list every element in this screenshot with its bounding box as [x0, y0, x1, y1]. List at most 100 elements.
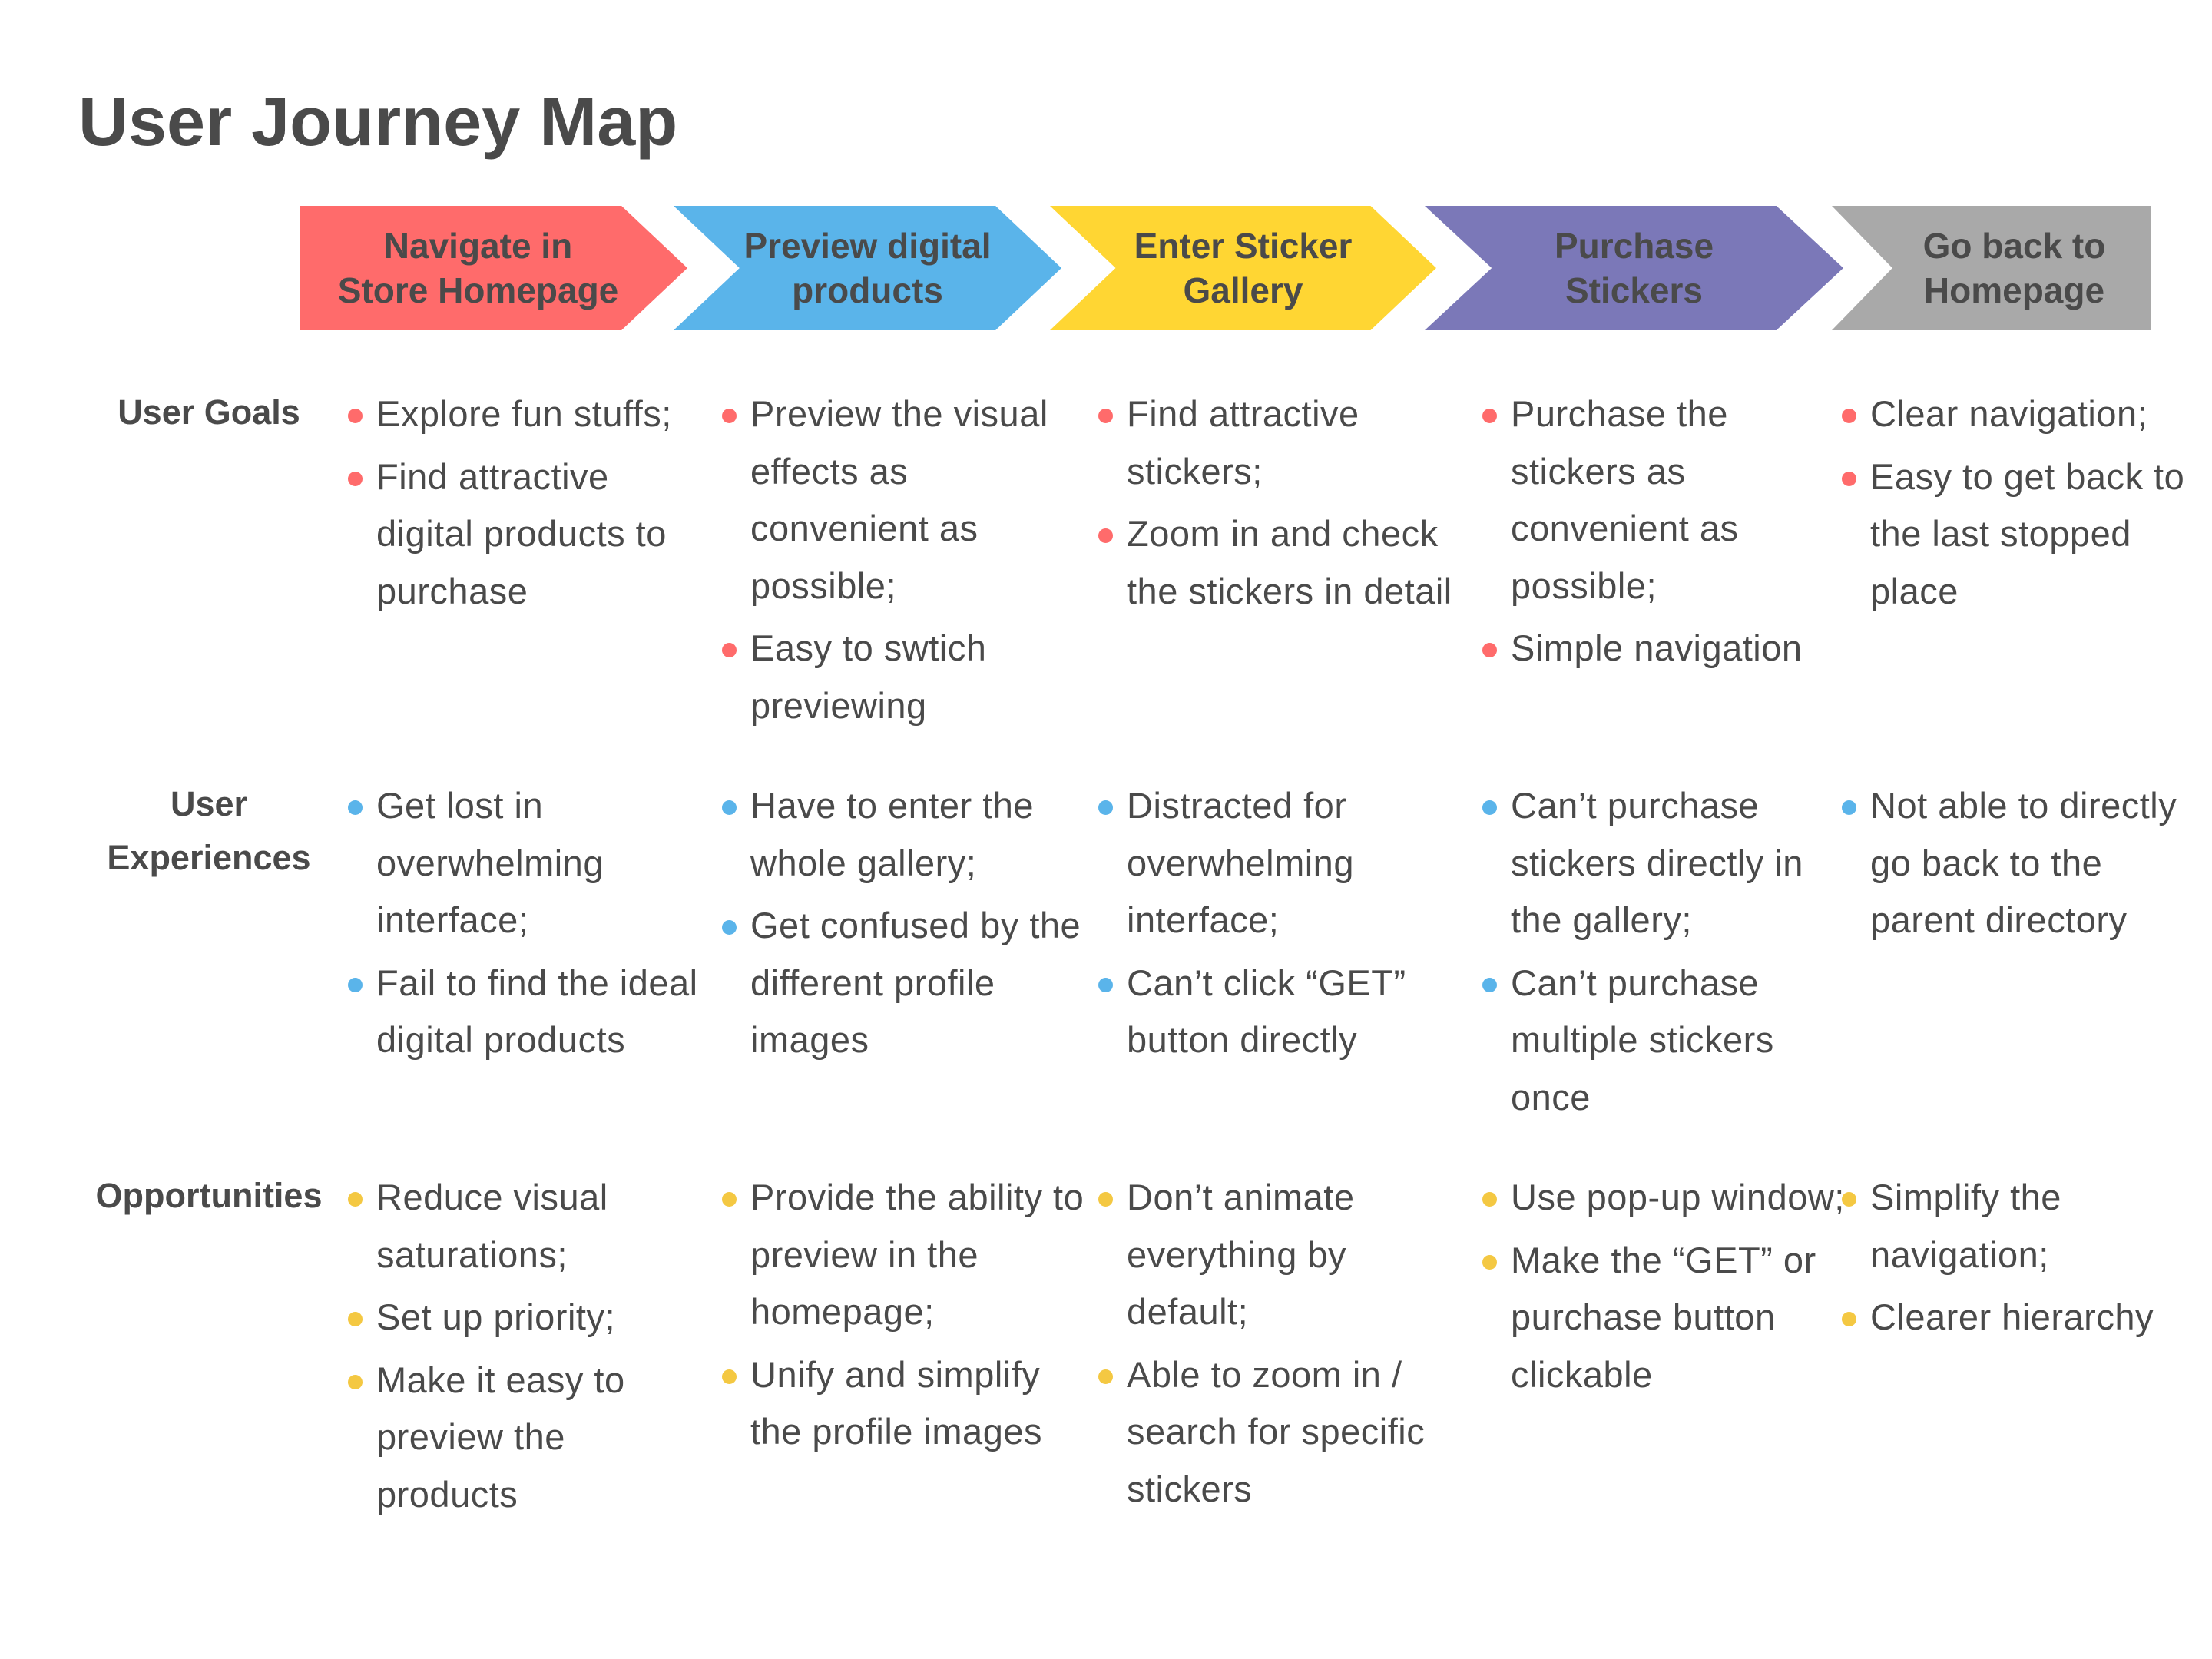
bullet-dot-icon — [722, 1192, 737, 1207]
bullet-dot-icon — [1482, 1254, 1497, 1270]
list-item-text: Distracted for overwhelming interface; — [1127, 785, 1354, 940]
list-item: Not able to directly go back to the pare… — [1842, 777, 2208, 949]
bullet-dot-icon — [1842, 471, 1856, 486]
list-item: Clearer hierarchy — [1842, 1289, 2208, 1346]
bullet-dot-icon — [1842, 1192, 1856, 1207]
stage-label: Navigate in — [383, 226, 573, 266]
list-item-text: Set up priority; — [376, 1296, 616, 1337]
list-item-text: Clear navigation; — [1870, 393, 2148, 434]
page-title: User Journey Map — [78, 84, 678, 161]
list-item-text: Get confused by the different profile im… — [750, 905, 1081, 1060]
list-item-text: Fail to find the ideal digital products — [376, 962, 698, 1061]
list-item: Able to zoom in / search for specific st… — [1098, 1346, 1465, 1518]
bullet-dot-icon — [1482, 409, 1497, 423]
bullet-dot-icon — [722, 643, 737, 657]
list-item-text: Able to zoom in / search for specific st… — [1127, 1353, 1426, 1509]
bullet-dot-icon — [1842, 409, 1856, 423]
list-item-text: Simple navigation — [1511, 628, 1803, 668]
user-experiences-cell: Have to enter the whole gallery; Get conf… — [722, 777, 1088, 1075]
list-item: Fail to find the ideal digital products — [348, 955, 714, 1069]
list-item: Zoom in and check the stickers in detail — [1098, 505, 1465, 620]
stage-label: Purchase — [1554, 226, 1714, 266]
bullet-dot-icon — [348, 1192, 363, 1207]
user-experiences-cell: Not able to directly go back to the pare… — [1842, 777, 2208, 955]
list-item-text: Find attractive stickers; — [1127, 393, 1359, 492]
list-item-text: Not able to directly go back to the pare… — [1870, 785, 2177, 940]
stage-label: Go back to — [1922, 226, 2106, 266]
bullet-dot-icon — [722, 920, 737, 935]
list-item-text: Easy to swtich previewing — [750, 628, 987, 726]
user-goals-cell: Preview the visual effects as convenient… — [722, 386, 1088, 740]
bullet-dot-icon — [1482, 643, 1497, 657]
list-item-text: Find attractive digital products to purc… — [376, 455, 667, 611]
list-item-text: Unify and simplify the profile images — [750, 1353, 1042, 1452]
list-item-text: Zoom in and check the stickers in detail — [1127, 513, 1452, 611]
stage-label: Enter Sticker — [1134, 226, 1353, 266]
list-item-text: Can’t purchase multiple stickers once — [1511, 962, 1774, 1118]
bullet-dot-icon — [1482, 800, 1497, 815]
bullet-dot-icon — [722, 1369, 737, 1384]
stage-label: Stickers — [1565, 270, 1703, 310]
bullet-dot-icon — [1482, 1192, 1497, 1207]
row-label-user-goals: User Goals — [82, 386, 336, 439]
bullet-dot-icon — [1482, 977, 1497, 992]
list-item: Find attractive digital products to purc… — [348, 449, 714, 621]
opportunities-cell: Reduce visual saturations; Set up priorit… — [348, 1169, 714, 1528]
list-item: Easy to get back to the last stopped pla… — [1842, 449, 2208, 621]
stage-label: Preview digital — [743, 226, 992, 266]
list-item: Easy to swtich previewing — [722, 620, 1088, 734]
bullet-dot-icon — [1098, 528, 1113, 543]
list-item-text: Make the “GET” or purchase button clicka… — [1511, 1239, 1816, 1395]
list-item: Simple navigation — [1482, 620, 1849, 677]
list-item: Explore fun stuffs; — [348, 386, 714, 443]
opportunities-cell: Don’t animate everything by default;Able… — [1098, 1169, 1465, 1523]
row-label-text: User Goals — [118, 392, 300, 432]
list-item-text: Can’t purchase stickers directly in the … — [1511, 785, 1803, 940]
user-goals-cell: Clear navigation; Easy to get back to the… — [1842, 386, 2208, 625]
bullet-dot-icon — [722, 800, 737, 815]
user-experiences-cell: Can’t purchase stickers directly in the … — [1482, 777, 1849, 1131]
stage-label: Store Homepage — [337, 270, 619, 310]
bullet-dot-icon — [348, 409, 363, 423]
bullet-dot-icon — [1098, 1369, 1113, 1384]
list-item-text: Reduce visual saturations; — [376, 1177, 608, 1275]
list-item: Distracted for overwhelming interface; — [1098, 777, 1465, 949]
opportunities-cell: Use pop-up window; Make the “GET” or purc… — [1482, 1169, 1849, 1409]
list-item: Have to enter the whole gallery; — [722, 777, 1088, 892]
bullet-dot-icon — [722, 409, 737, 423]
list-item: Can’t click “GET” button directly — [1098, 955, 1465, 1069]
bullet-dot-icon — [1098, 977, 1113, 992]
list-item: Can’t purchase stickers directly in the … — [1482, 777, 1849, 949]
row-label-user-experiences: User Experiences — [82, 777, 336, 885]
list-item: Get confused by the different profile im… — [722, 897, 1088, 1069]
bullet-dot-icon — [348, 800, 363, 815]
list-item: Don’t animate everything by default; — [1098, 1169, 1465, 1341]
stage-label: Homepage — [1923, 270, 2105, 310]
list-item: Clear navigation; — [1842, 386, 2208, 443]
list-item-text: Purchase the stickers as convenient as p… — [1511, 393, 1739, 606]
list-item: Can’t purchase multiple stickers once — [1482, 955, 1849, 1127]
list-item-text: Provide the ability to preview in the ho… — [750, 1177, 1084, 1332]
list-item: Get lost in overwhelming interface; — [348, 777, 714, 949]
user-goals-cell: Purchase the stickers as convenient as p… — [1482, 386, 1849, 683]
bullet-dot-icon — [1842, 800, 1856, 815]
row-label-opportunities: Opportunities — [82, 1169, 336, 1223]
bullet-dot-icon — [1098, 409, 1113, 423]
list-item-text: Get lost in overwhelming interface; — [376, 785, 604, 940]
list-item-text: Clearer hierarchy — [1870, 1296, 2154, 1337]
list-item-text: Have to enter the whole gallery; — [750, 785, 1035, 883]
list-item: Make it easy to preview the products — [348, 1352, 714, 1524]
list-item: Provide the ability to preview in the ho… — [722, 1169, 1088, 1341]
list-item-text: Preview the visual effects as convenient… — [750, 393, 1048, 606]
user-experiences-cell: Distracted for overwhelming interface; Ca… — [1098, 777, 1465, 1075]
bullet-dot-icon — [348, 1312, 363, 1326]
bullet-dot-icon — [1842, 1312, 1856, 1326]
list-item: Find attractive stickers; — [1098, 386, 1465, 500]
bullet-dot-icon — [1098, 1192, 1113, 1207]
list-item: Preview the visual effects as convenient… — [722, 386, 1088, 614]
list-item-text: Use pop-up window; — [1511, 1177, 1845, 1217]
